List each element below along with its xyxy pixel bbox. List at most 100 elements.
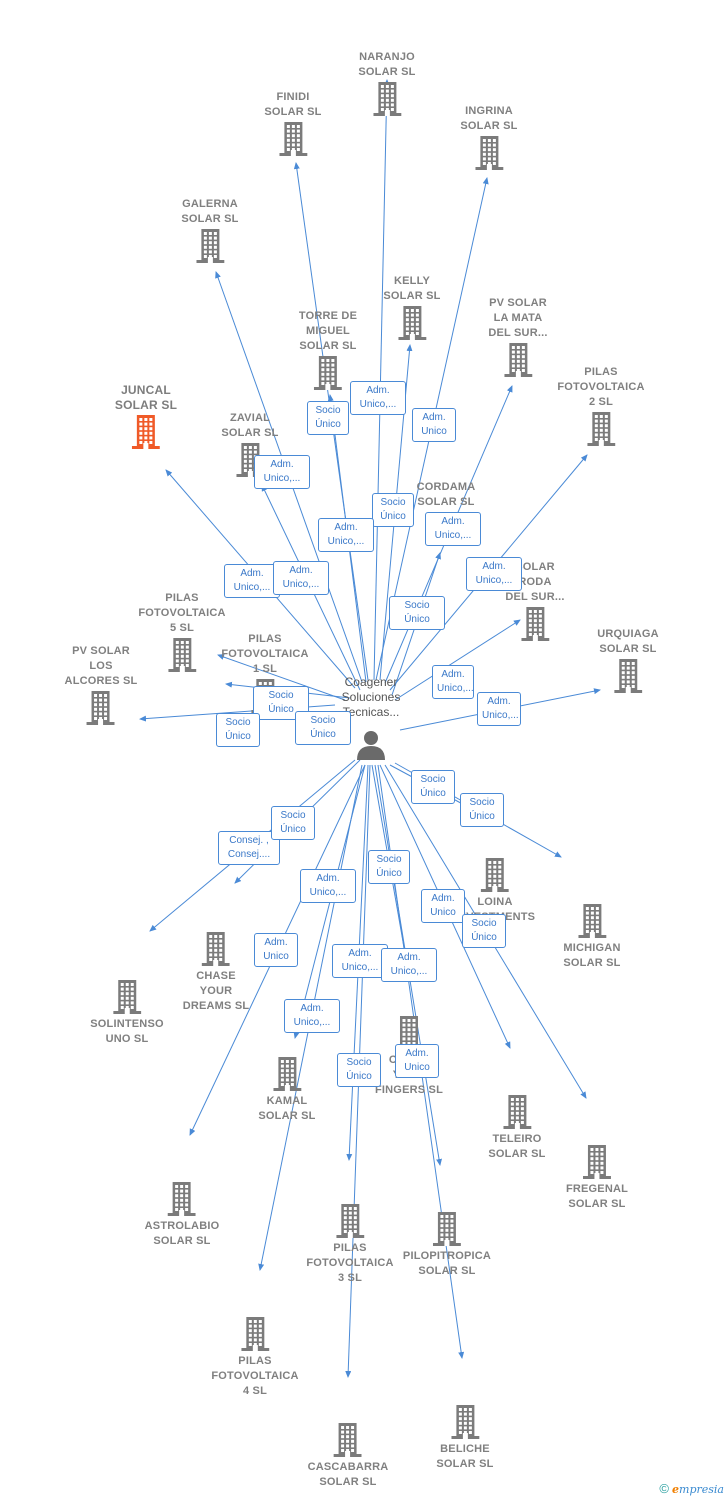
company-node-ingrina[interactable]: INGRINA SOLAR SL: [460, 104, 517, 170]
building-icon: [403, 1212, 491, 1246]
building-icon: [358, 82, 415, 116]
building-icon: [563, 904, 620, 938]
company-label: TELEIRO SOLAR SL: [488, 1133, 546, 1160]
company-node-urquiaga[interactable]: URQUIAGA SOLAR SL: [597, 627, 659, 693]
company-label: CORDAMA SOLAR SL: [416, 481, 476, 508]
company-node-michigan[interactable]: MICHIGAN SOLAR SL: [563, 904, 620, 971]
company-node-juncal[interactable]: JUNCAL SOLAR SL: [115, 383, 177, 449]
relation-badge[interactable]: Socio Único: [271, 806, 315, 840]
building-icon: [181, 229, 238, 263]
relation-badge[interactable]: Adm. Unico,...: [300, 869, 356, 903]
company-label: PILOPITROPICA SOLAR SL: [402, 1250, 492, 1277]
company-node-cascabarra[interactable]: CASCABARRA SOLAR SL: [308, 1423, 389, 1490]
company-node-fregenal[interactable]: FREGENAL SOLAR SL: [566, 1145, 628, 1212]
building-icon: [264, 122, 321, 156]
building-icon: [557, 412, 644, 446]
relation-badge[interactable]: Adm. Unico,...: [224, 564, 280, 598]
relation-badge[interactable]: Socio Único: [411, 770, 455, 804]
company-node-pvalcores[interactable]: PV SOLAR LOS ALCORES SL: [65, 644, 138, 725]
company-label: FINIDI SOLAR SL: [264, 91, 322, 118]
relation-badge[interactable]: Adm. Unico,...: [332, 944, 388, 978]
building-icon: [308, 1423, 389, 1457]
building-icon: [138, 638, 225, 672]
building-icon: [306, 1204, 393, 1238]
company-node-solintenso[interactable]: SOLINTENSO UNO SL: [90, 980, 164, 1047]
relation-badge[interactable]: Socio Único: [253, 686, 309, 720]
company-label: PILAS FOTOVOLTAICA 2 SL: [557, 366, 645, 408]
company-label: ZAVIAL SOLAR SL: [221, 412, 279, 439]
company-node-naranjo[interactable]: NARANJO SOLAR SL: [358, 50, 415, 116]
relation-badge[interactable]: Socio Único: [372, 493, 414, 527]
company-label: MICHIGAN SOLAR SL: [563, 942, 621, 969]
company-label: SOLAR RODA DEL SUR...: [505, 561, 565, 603]
company-label: NARANJO SOLAR SL: [358, 51, 416, 78]
relation-badge[interactable]: Socio Único: [368, 850, 410, 884]
company-node-kelly[interactable]: KELLY SOLAR SL: [383, 274, 440, 340]
building-icon: [211, 1317, 298, 1351]
building-icon: [460, 136, 517, 170]
company-label: KELLY SOLAR SL: [383, 275, 441, 302]
relation-badge[interactable]: Socio Único: [389, 596, 445, 630]
company-label: JUNCAL SOLAR SL: [114, 383, 178, 412]
relation-badge[interactable]: Adm. Unico: [254, 933, 298, 967]
building-icon: [488, 1095, 545, 1129]
relation-badge[interactable]: Adm. Unico,...: [466, 557, 522, 591]
center-entity-label[interactable]: Coagener Soluciones Tecnicas...: [341, 675, 401, 719]
company-node-pilas5[interactable]: PILAS FOTOVOLTAICA 5 SL: [138, 591, 225, 672]
relation-badge[interactable]: Adm. Unico,...: [381, 948, 437, 982]
company-node-pilas2[interactable]: PILAS FOTOVOLTAICA 2 SL: [557, 365, 644, 446]
company-node-teleiro[interactable]: TELEIRO SOLAR SL: [488, 1095, 545, 1162]
building-icon: [455, 858, 535, 892]
relation-badge[interactable]: Adm. Unico,...: [254, 455, 310, 489]
relation-badge[interactable]: Adm. Unico,...: [432, 665, 474, 699]
relation-edge: [394, 619, 521, 701]
copyright-symbol: ©: [659, 1481, 669, 1496]
company-node-finidi[interactable]: FINIDI SOLAR SL: [264, 90, 321, 156]
brand-logo[interactable]: empresia: [672, 1483, 724, 1496]
company-node-pilopitropica[interactable]: PILOPITROPICA SOLAR SL: [403, 1212, 491, 1279]
company-node-astrolabio[interactable]: ASTROLABIO SOLAR SL: [145, 1182, 220, 1249]
relation-badge[interactable]: Adm. Unico: [421, 889, 465, 923]
company-node-kamal[interactable]: KAMAL SOLAR SL: [258, 1057, 315, 1124]
building-icon: [90, 980, 164, 1014]
company-node-pvmata[interactable]: PV SOLAR LA MATA DEL SUR...: [488, 296, 547, 377]
relation-badge[interactable]: Adm. Unico: [395, 1044, 439, 1078]
company-node-chase[interactable]: CHASE YOUR DREAMS SL: [183, 932, 250, 1014]
relation-badge[interactable]: Socio Único: [462, 914, 506, 948]
building-icon: [505, 607, 564, 641]
relation-badge[interactable]: Socio Único: [295, 711, 351, 745]
company-label: PILAS FOTOVOLTAICA 4 SL: [211, 1355, 299, 1397]
company-node-beliche[interactable]: BELICHE SOLAR SL: [436, 1405, 493, 1472]
company-label: URQUIAGA SOLAR SL: [597, 628, 659, 655]
building-icon: [383, 306, 440, 340]
company-label: PV SOLAR LA MATA DEL SUR...: [488, 297, 548, 339]
person-icon[interactable]: [355, 730, 387, 765]
relation-badge[interactable]: Adm. Unico: [412, 408, 456, 442]
relation-badge[interactable]: Socio Único: [307, 401, 349, 435]
company-node-galerna[interactable]: GALERNA SOLAR SL: [181, 197, 238, 263]
relation-edge: [373, 79, 390, 681]
company-label: PILAS FOTOVOLTAICA 1 SL: [221, 633, 309, 675]
company-node-pilas3[interactable]: PILAS FOTOVOLTAICA 3 SL: [306, 1204, 393, 1286]
relation-badge[interactable]: Adm. Unico,...: [318, 518, 374, 552]
relation-badge[interactable]: Socio Único: [337, 1053, 381, 1087]
relation-badge[interactable]: Socio Único: [460, 793, 504, 827]
relation-badge[interactable]: Socio Único: [216, 713, 260, 747]
company-node-torre[interactable]: TORRE DE MIGUEL SOLAR SL: [299, 309, 357, 390]
company-node-solarroda[interactable]: SOLAR RODA DEL SUR...: [505, 560, 564, 641]
building-icon: [115, 415, 177, 449]
building-icon: [299, 356, 357, 390]
relation-badge[interactable]: Adm. Unico,...: [477, 692, 521, 726]
building-icon: [183, 932, 250, 966]
relation-badge[interactable]: Adm. Unico,...: [425, 512, 481, 546]
company-label: ASTROLABIO SOLAR SL: [144, 1220, 220, 1247]
company-label: KAMAL SOLAR SL: [258, 1095, 316, 1122]
company-node-pilas4[interactable]: PILAS FOTOVOLTAICA 4 SL: [211, 1317, 298, 1399]
relation-badge[interactable]: Adm. Unico,...: [273, 561, 329, 595]
relation-badge[interactable]: Consej. , Consej....: [218, 831, 280, 865]
company-label: INGRINA SOLAR SL: [460, 105, 518, 132]
relation-badge[interactable]: Adm. Unico,...: [350, 381, 406, 415]
company-label: GALERNA SOLAR SL: [181, 198, 239, 225]
relation-badge[interactable]: Adm. Unico,...: [284, 999, 340, 1033]
